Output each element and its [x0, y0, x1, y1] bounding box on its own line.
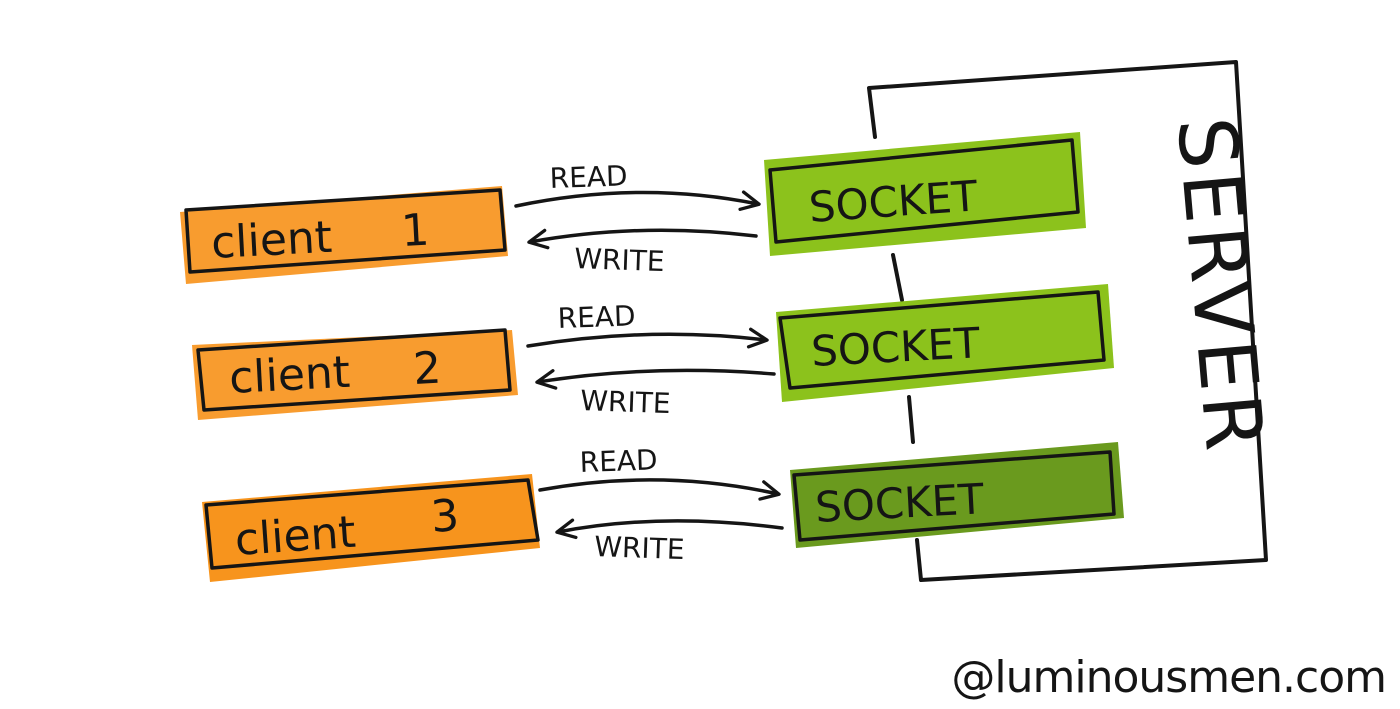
client-number: 1 [400, 205, 431, 257]
socket-box-outline [778, 290, 1106, 390]
read-label: READ [557, 299, 636, 335]
connection-1: READ WRITE [514, 159, 761, 278]
write-arrow [527, 228, 758, 250]
read-label: READ [549, 159, 628, 195]
client-box-fill [180, 186, 508, 284]
write-label: WRITE [594, 530, 685, 566]
read-arrow [514, 190, 761, 211]
client-number: 3 [429, 490, 460, 543]
socket-2: SOCKET [776, 284, 1114, 402]
write-arrow [535, 368, 776, 390]
client-box-outline [184, 188, 507, 274]
server-label: SERVER [1159, 114, 1281, 458]
client-box-fill [202, 474, 540, 582]
read-arrow [526, 327, 769, 349]
socket-box-outline [792, 450, 1116, 542]
connection-2: READ WRITE [526, 299, 776, 420]
socket-label: SOCKET [814, 474, 985, 532]
socket-3: SOCKET [790, 442, 1124, 548]
socket-label: SOCKET [807, 171, 979, 232]
client-label: client [233, 507, 357, 566]
client-box-outline [204, 478, 540, 570]
server-outline [867, 60, 1268, 582]
socket-1: SOCKET [764, 132, 1086, 256]
server-edge-segment [907, 395, 915, 444]
write-label: WRITE [574, 242, 665, 278]
write-label: WRITE [580, 384, 671, 420]
client-2: client 2 [192, 328, 518, 420]
socket-box-fill [776, 284, 1114, 402]
client-label: client [228, 347, 351, 404]
socket-box-outline [768, 138, 1080, 244]
client-box-fill [192, 330, 518, 420]
client-1: client 1 [180, 186, 508, 284]
connection-3: READ WRITE [538, 443, 784, 566]
client-label: client [210, 212, 333, 269]
read-arrow [538, 478, 781, 501]
client-box-outline [196, 328, 512, 412]
client-number: 2 [412, 343, 443, 395]
write-arrow [555, 518, 784, 540]
server-edge-segment [891, 253, 904, 302]
read-label: READ [579, 443, 658, 479]
credit-text: @luminousmen.com [951, 652, 1387, 703]
client-3: client 3 [202, 474, 540, 582]
socket-label: SOCKET [810, 318, 981, 376]
